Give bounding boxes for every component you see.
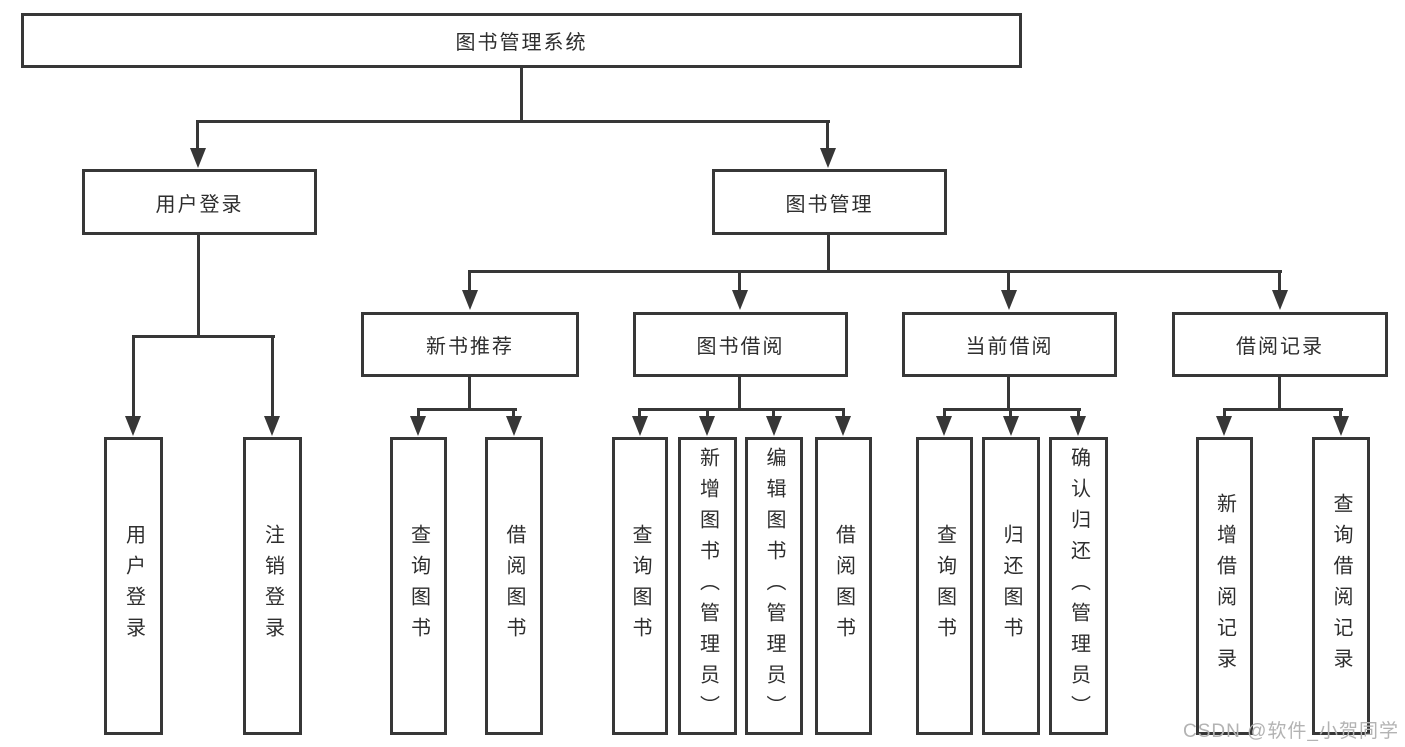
- leaf-label: 新增借阅记录: [1213, 493, 1236, 679]
- node-label: 图书借阅: [696, 336, 785, 358]
- leaf-search-borrow-record: 查询借阅记录: [1312, 437, 1370, 735]
- connector-vline: [417, 408, 420, 418]
- leaf-label: 查询借阅记录: [1330, 493, 1352, 679]
- connector-vline: [271, 335, 274, 417]
- node-borrowing-records: 借阅记录: [1172, 312, 1388, 377]
- leaf-label: 借阅图书: [503, 524, 525, 648]
- leaf-borrow-books-recommend: 借阅图书: [485, 437, 543, 735]
- connector-vline: [1077, 408, 1080, 418]
- node-book-borrowing: 图书借阅: [633, 312, 848, 377]
- connector-vline: [196, 120, 199, 152]
- leaf-edit-books-admin: 编辑图书（管理员）: [745, 437, 803, 735]
- leaf-return-books: 归还图书: [982, 437, 1040, 735]
- leaf-search-books-recommend: 查询图书: [390, 437, 447, 735]
- connector-vline: [1278, 377, 1281, 408]
- leaf-label: 编辑图书（管理员）: [763, 446, 785, 726]
- connector-vline: [132, 335, 135, 417]
- leaf-label: 新增图书（管理员）: [696, 446, 719, 726]
- leaf-label: 借阅图书: [832, 524, 855, 648]
- arrow-down-icon: [732, 290, 748, 310]
- node-user-login: 用户登录: [82, 169, 317, 235]
- arrow-down-icon: [820, 148, 836, 168]
- arrow-down-icon: [190, 148, 206, 168]
- leaf-search-books-borrowing: 查询图书: [612, 437, 668, 735]
- connector-vline: [826, 120, 829, 152]
- arrow-down-icon: [1003, 416, 1019, 436]
- connector-vline: [1009, 408, 1012, 418]
- arrow-down-icon: [699, 416, 715, 436]
- leaf-label: 查询图书: [629, 524, 651, 648]
- connector-vline: [1339, 408, 1342, 418]
- arrow-down-icon: [936, 416, 952, 436]
- arrow-down-icon: [462, 290, 478, 310]
- leaf-label: 注销登录: [261, 524, 284, 648]
- leaf-add-books-admin: 新增图书（管理员）: [678, 437, 737, 735]
- arrow-down-icon: [1216, 416, 1232, 436]
- leaf-label: 查询图书: [933, 524, 956, 648]
- node-label: 用户登录: [155, 193, 244, 216]
- connector-vline: [738, 270, 741, 292]
- connector-vline: [706, 408, 709, 418]
- arrow-down-icon: [1001, 290, 1017, 310]
- arrow-down-icon: [264, 416, 280, 436]
- arrow-down-icon: [1272, 290, 1288, 310]
- arrow-down-icon: [835, 416, 851, 436]
- connector-vline: [842, 408, 845, 418]
- arrow-down-icon: [125, 416, 141, 436]
- leaf-confirm-return-admin: 确认归还（管理员）: [1049, 437, 1108, 735]
- connector-vline: [1223, 408, 1226, 418]
- leaf-logout: 注销登录: [243, 437, 302, 735]
- arrow-down-icon: [1070, 416, 1086, 436]
- connector-vline: [520, 68, 523, 120]
- leaf-user-login: 用户登录: [104, 437, 163, 735]
- node-new-book-recommendation: 新书推荐: [361, 312, 579, 377]
- csdn-watermark: CSDN @软件_小贺同学: [1183, 721, 1399, 742]
- connector-vline: [1007, 270, 1010, 292]
- connector-vline: [738, 377, 741, 408]
- connector-hline: [943, 408, 1081, 411]
- connector-vline: [1278, 270, 1281, 292]
- leaf-search-books-current: 查询图书: [916, 437, 973, 735]
- leaf-label: 确认归还（管理员）: [1067, 446, 1090, 726]
- node-library-management-system: 图书管理系统: [21, 13, 1022, 68]
- connector-vline: [772, 408, 775, 418]
- node-label: 当前借阅: [965, 336, 1054, 358]
- connector-vline: [468, 270, 471, 292]
- arrow-down-icon: [410, 416, 426, 436]
- leaf-label: 用户登录: [122, 524, 145, 648]
- connector-hline: [132, 335, 275, 338]
- connector-vline: [827, 234, 830, 270]
- node-current-borrowing: 当前借阅: [902, 312, 1117, 377]
- leaf-add-borrow-record: 新增借阅记录: [1196, 437, 1253, 735]
- connector-vline: [512, 408, 515, 418]
- arrow-down-icon: [506, 416, 522, 436]
- node-label: 借阅记录: [1236, 336, 1324, 358]
- connector-hline: [468, 270, 1282, 273]
- connector-vline: [1007, 377, 1010, 408]
- connector-vline: [943, 408, 946, 418]
- connector-hline: [638, 408, 845, 411]
- node-label: 图书管理: [785, 193, 874, 216]
- leaf-label: 归还图书: [1000, 524, 1022, 648]
- connector-hline: [1223, 408, 1343, 411]
- leaf-borrow-books: 借阅图书: [815, 437, 872, 735]
- node-label: 图书管理系统: [455, 32, 588, 54]
- node-book-management: 图书管理: [712, 169, 947, 235]
- arrow-down-icon: [632, 416, 648, 436]
- connector-hline: [417, 408, 517, 411]
- connector-vline: [638, 408, 641, 418]
- arrow-down-icon: [766, 416, 782, 436]
- arrow-down-icon: [1333, 416, 1349, 436]
- leaf-label: 查询图书: [407, 524, 430, 648]
- connector-vline: [468, 377, 471, 408]
- connector-hline: [196, 120, 830, 123]
- node-label: 新书推荐: [426, 336, 514, 358]
- connector-vline: [197, 235, 200, 335]
